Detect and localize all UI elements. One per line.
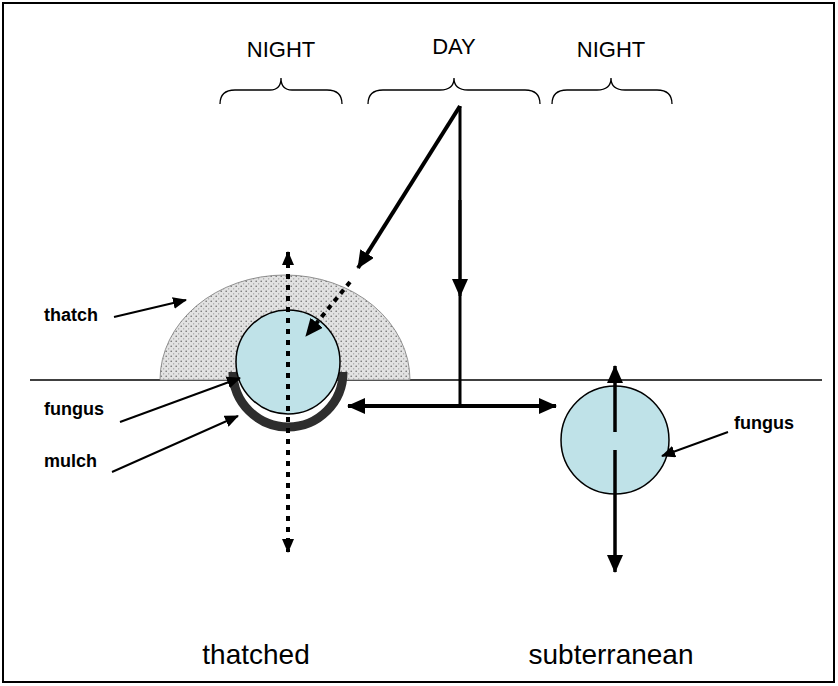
day-heat-arrow bbox=[459, 106, 462, 406]
part-label: fungus bbox=[44, 400, 104, 420]
part-label: thatch bbox=[44, 306, 98, 326]
period-label: DAY bbox=[432, 35, 476, 59]
type-label: subterranean bbox=[528, 640, 693, 671]
day-heat-arrow bbox=[459, 200, 462, 296]
night-heat-arrow bbox=[613, 366, 617, 432]
night-heat-arrow bbox=[286, 252, 290, 552]
period-label: NIGHT bbox=[577, 38, 645, 62]
night-heat-arrow bbox=[613, 450, 617, 572]
frame bbox=[3, 3, 834, 682]
day-heat-arrow bbox=[358, 106, 460, 268]
ground-line bbox=[30, 379, 822, 380]
day-heat-arrow bbox=[348, 404, 556, 408]
day-heat-arrow bbox=[306, 282, 350, 336]
period-label: NIGHT bbox=[247, 38, 315, 62]
type-label: thatched bbox=[202, 640, 309, 671]
braces bbox=[220, 78, 672, 104]
part-label: mulch bbox=[44, 452, 97, 472]
part-label: fungus bbox=[734, 414, 794, 434]
leader-lines bbox=[112, 300, 728, 472]
